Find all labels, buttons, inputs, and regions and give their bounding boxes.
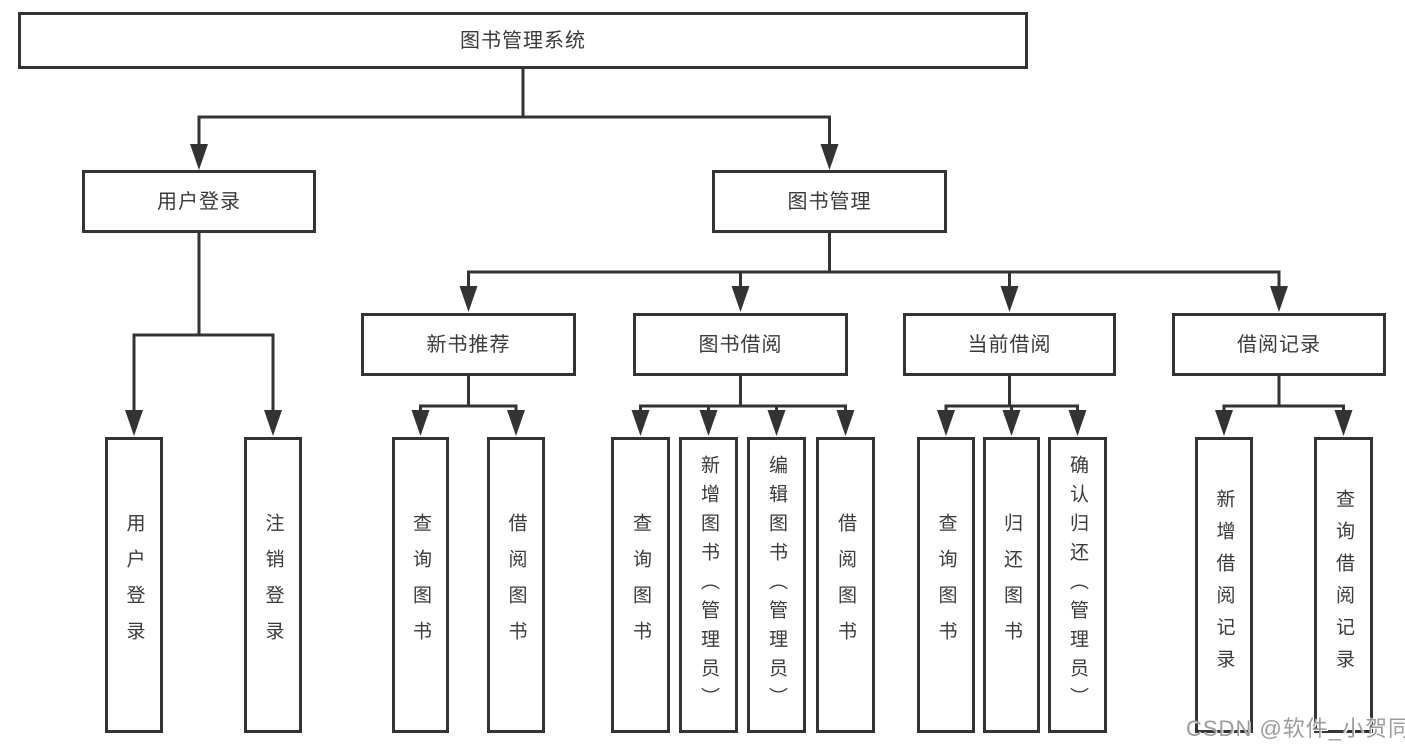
leaf-current-query-books: 查询图书 [917, 437, 975, 733]
leaf-current-confirm-return-admin: 确认归还（管理员） [1048, 437, 1107, 733]
leaf-recommend-borrow-books: 借阅图书 [487, 437, 545, 733]
node-book-management: 图书管理 [712, 170, 947, 233]
leaf-records-add-borrow-record: 新增借阅记录 [1195, 437, 1253, 733]
node-new-book-recommend: 新书推荐 [361, 313, 576, 376]
leaf-borrow-borrow-books: 借阅图书 [816, 437, 875, 733]
leaf-user-login: 用户登录 [105, 437, 163, 733]
leaf-borrow-query-books: 查询图书 [611, 437, 670, 733]
csdn-watermark: CSDN @软件_小贺同学 [1186, 716, 1405, 741]
node-user-login: 用户登录 [82, 170, 316, 233]
node-current-borrow: 当前借阅 [903, 313, 1116, 376]
leaf-current-return-books: 归还图书 [983, 437, 1040, 733]
leaf-borrow-add-books-admin: 新增图书（管理员） [679, 437, 738, 733]
leaf-records-query-borrow-record: 查询借阅记录 [1314, 437, 1373, 733]
node-borrow-records: 借阅记录 [1172, 313, 1386, 376]
leaf-logout: 注销登录 [244, 437, 302, 733]
leaf-borrow-edit-books-admin: 编辑图书（管理员） [747, 437, 806, 733]
leaf-recommend-query-books: 查询图书 [392, 437, 449, 733]
node-book-borrow: 图书借阅 [633, 313, 848, 376]
node-root-system: 图书管理系统 [18, 12, 1028, 69]
